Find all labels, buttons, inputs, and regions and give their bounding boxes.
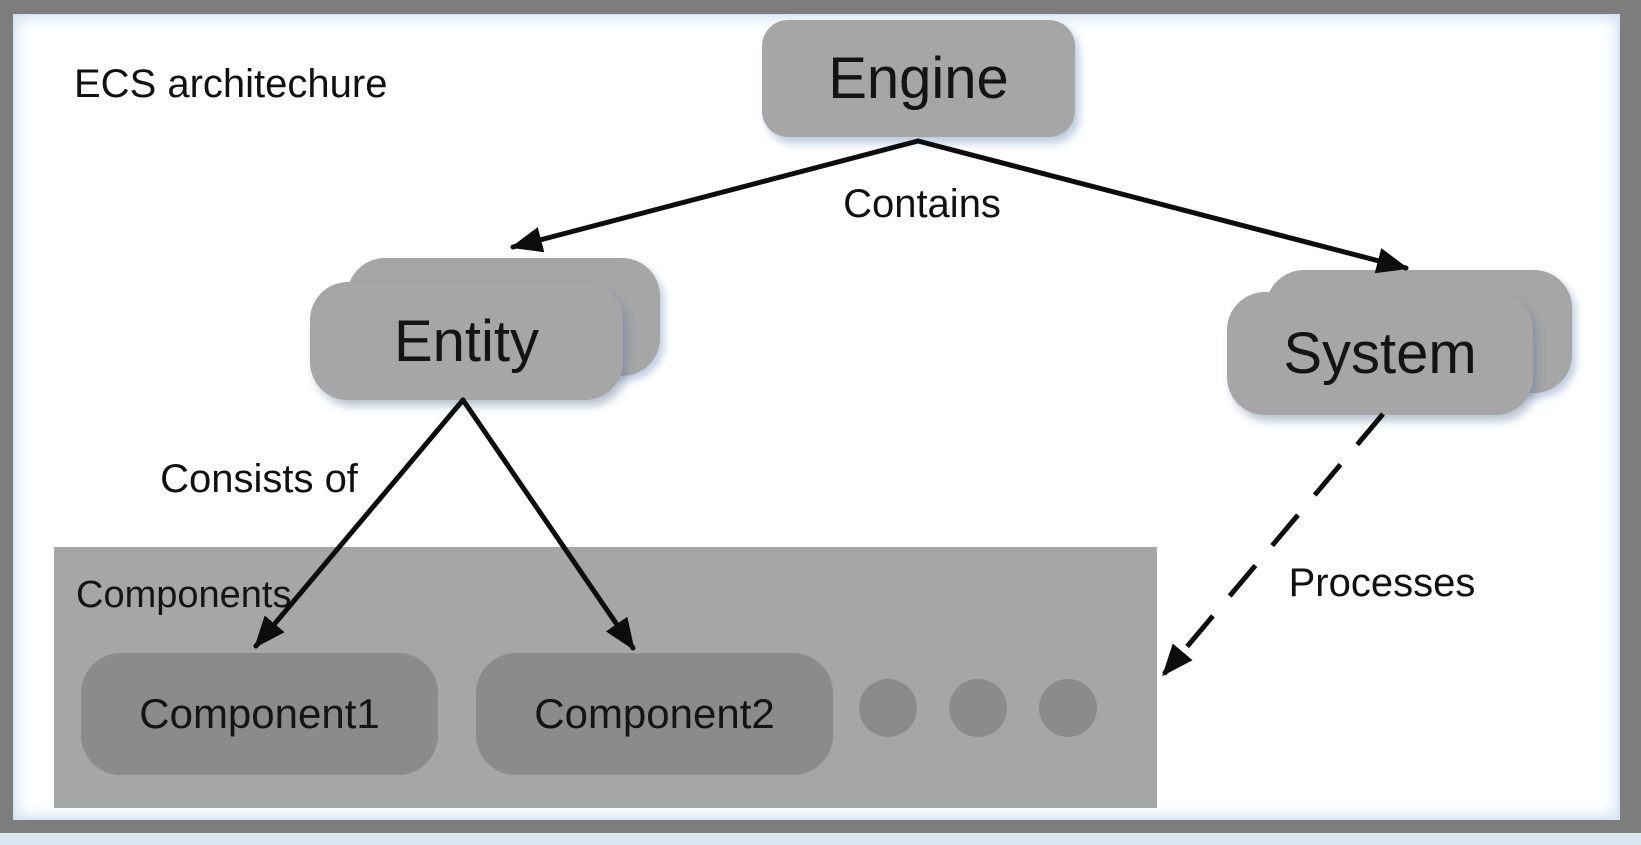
entity-label: Entity — [393, 308, 540, 374]
component2-node: Component2 — [476, 653, 833, 775]
component1-node: Component1 — [81, 653, 438, 775]
entity-node: Entity — [310, 282, 623, 400]
arrow-system-components-dashed — [1162, 412, 1385, 677]
ellipsis-dot — [949, 679, 1007, 737]
system-label: System — [1283, 321, 1477, 386]
components-group-label: Components — [76, 574, 292, 616]
arrow-entity-component2 — [460, 397, 636, 651]
processes-edge-label: Processes — [1288, 561, 1476, 605]
consists-of-edge-label: Consists of — [160, 457, 358, 501]
arrow-engine-system — [915, 138, 1409, 274]
engine-label: Engine — [828, 46, 1009, 111]
engine-node: Engine — [762, 20, 1075, 137]
arrow-entity-component1 — [253, 397, 466, 649]
contains-edge-label: Contains — [843, 182, 1001, 226]
system-node: System — [1227, 292, 1533, 415]
component1-label: Component1 — [139, 690, 380, 737]
arrow-engine-entity — [510, 138, 921, 253]
component2-label: Component2 — [534, 690, 775, 737]
ellipsis-dot — [1039, 679, 1097, 737]
ellipsis-dot — [859, 679, 917, 737]
diagram-title: ECS architechure — [74, 62, 388, 106]
